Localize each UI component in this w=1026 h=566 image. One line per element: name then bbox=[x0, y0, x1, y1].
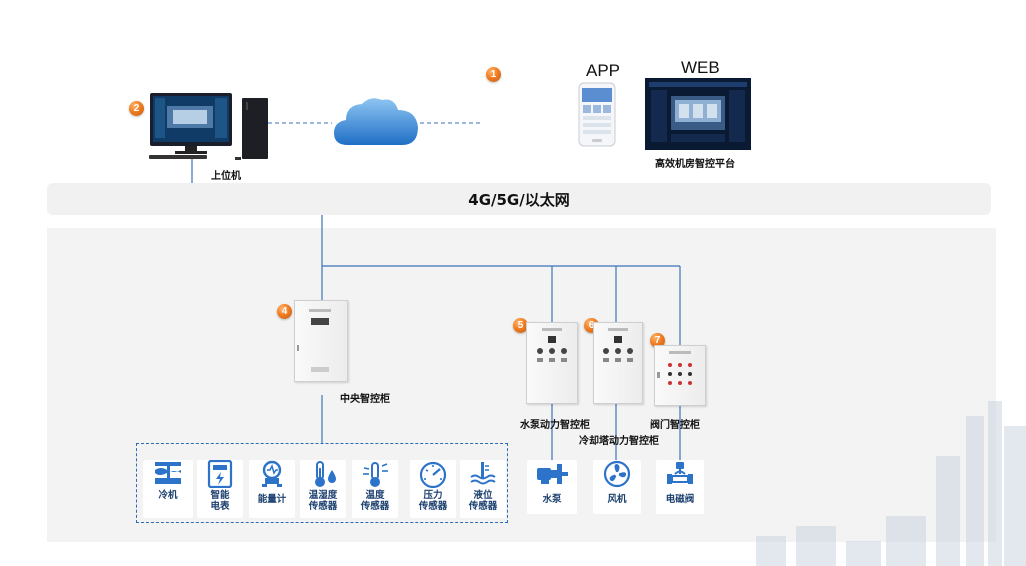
badge-1: 1 bbox=[486, 67, 501, 82]
sensor-card-energy-meter: 能量计 bbox=[249, 460, 295, 518]
sensor-card-temperature: 温度 传感器 bbox=[352, 460, 398, 518]
network-label: 4G/5G/以太网 bbox=[468, 190, 570, 209]
host-computer-icon bbox=[149, 93, 268, 160]
cloud-icon bbox=[334, 98, 418, 145]
pump-icon bbox=[537, 464, 568, 484]
actuator-label: 风机 bbox=[607, 494, 627, 505]
temperature-sensor-icon bbox=[363, 462, 388, 487]
central-cabinet bbox=[294, 300, 348, 382]
central-cabinet-caption: 中央智控柜 bbox=[340, 394, 390, 405]
energy-meter-icon bbox=[262, 460, 282, 487]
solenoid-valve-icon bbox=[667, 462, 693, 484]
level-sensor-icon bbox=[470, 462, 496, 485]
actuator-card-solenoid-valve: 电磁阀 bbox=[656, 460, 704, 514]
smart-meter-icon bbox=[207, 460, 233, 488]
actuator-card-pump: 水泵 bbox=[527, 460, 577, 514]
sensor-card-smart-meter: 智能 电表 bbox=[197, 460, 243, 518]
badge-2: 2 bbox=[129, 101, 144, 116]
valve-cabinet-caption: 阀门智控柜 bbox=[650, 420, 700, 431]
sensor-label: 压力 传感器 bbox=[418, 490, 448, 512]
badge-5: 5 bbox=[513, 318, 528, 333]
app-label: APP bbox=[586, 61, 621, 80]
sensor-label: 能量计 bbox=[257, 494, 287, 505]
actuator-label: 电磁阀 bbox=[665, 494, 695, 505]
network-bar: 4G/5G/以太网 bbox=[47, 183, 991, 215]
web-label: WEB bbox=[681, 58, 720, 77]
sensor-card-chiller: 冷机 bbox=[143, 460, 193, 518]
sensor-label: 智能 电表 bbox=[210, 490, 230, 512]
badge-7: 7 bbox=[650, 333, 665, 348]
field-device-group bbox=[136, 443, 508, 523]
sensor-card-level: 液位 传感器 bbox=[460, 460, 506, 518]
mobile-app-icon bbox=[578, 82, 616, 147]
pump-cabinet bbox=[526, 322, 578, 404]
valve-cabinet bbox=[654, 345, 706, 406]
pressure-sensor-icon bbox=[419, 461, 447, 488]
web-dashboard-icon bbox=[645, 78, 751, 150]
actuator-label: 水泵 bbox=[542, 494, 562, 505]
sensor-label: 液位 传感器 bbox=[468, 490, 498, 512]
pump-cabinet-caption: 水泵动力智控柜 bbox=[520, 420, 590, 431]
fan-icon bbox=[603, 460, 631, 488]
sensor-card-temp-humidity: 温湿度 传感器 bbox=[300, 460, 346, 518]
sensor-label: 温度 传感器 bbox=[360, 490, 390, 512]
cooling-tower-cabinet bbox=[593, 322, 643, 404]
chiller-icon bbox=[155, 462, 181, 484]
sensor-label: 温湿度 传感器 bbox=[308, 490, 338, 512]
actuator-card-fan: 风机 bbox=[593, 460, 641, 514]
sensor-label: 冷机 bbox=[158, 490, 178, 501]
sensor-card-pressure: 压力 传感器 bbox=[410, 460, 456, 518]
cooling-tower-cabinet-caption: 冷却塔动力智控柜 bbox=[579, 436, 659, 447]
host-caption: 上位机 bbox=[211, 171, 241, 182]
temp-humidity-sensor-icon bbox=[315, 461, 336, 487]
badge-4: 4 bbox=[277, 304, 292, 319]
web-caption: 高效机房智控平台 bbox=[655, 159, 735, 170]
building-watermark bbox=[756, 401, 1026, 566]
